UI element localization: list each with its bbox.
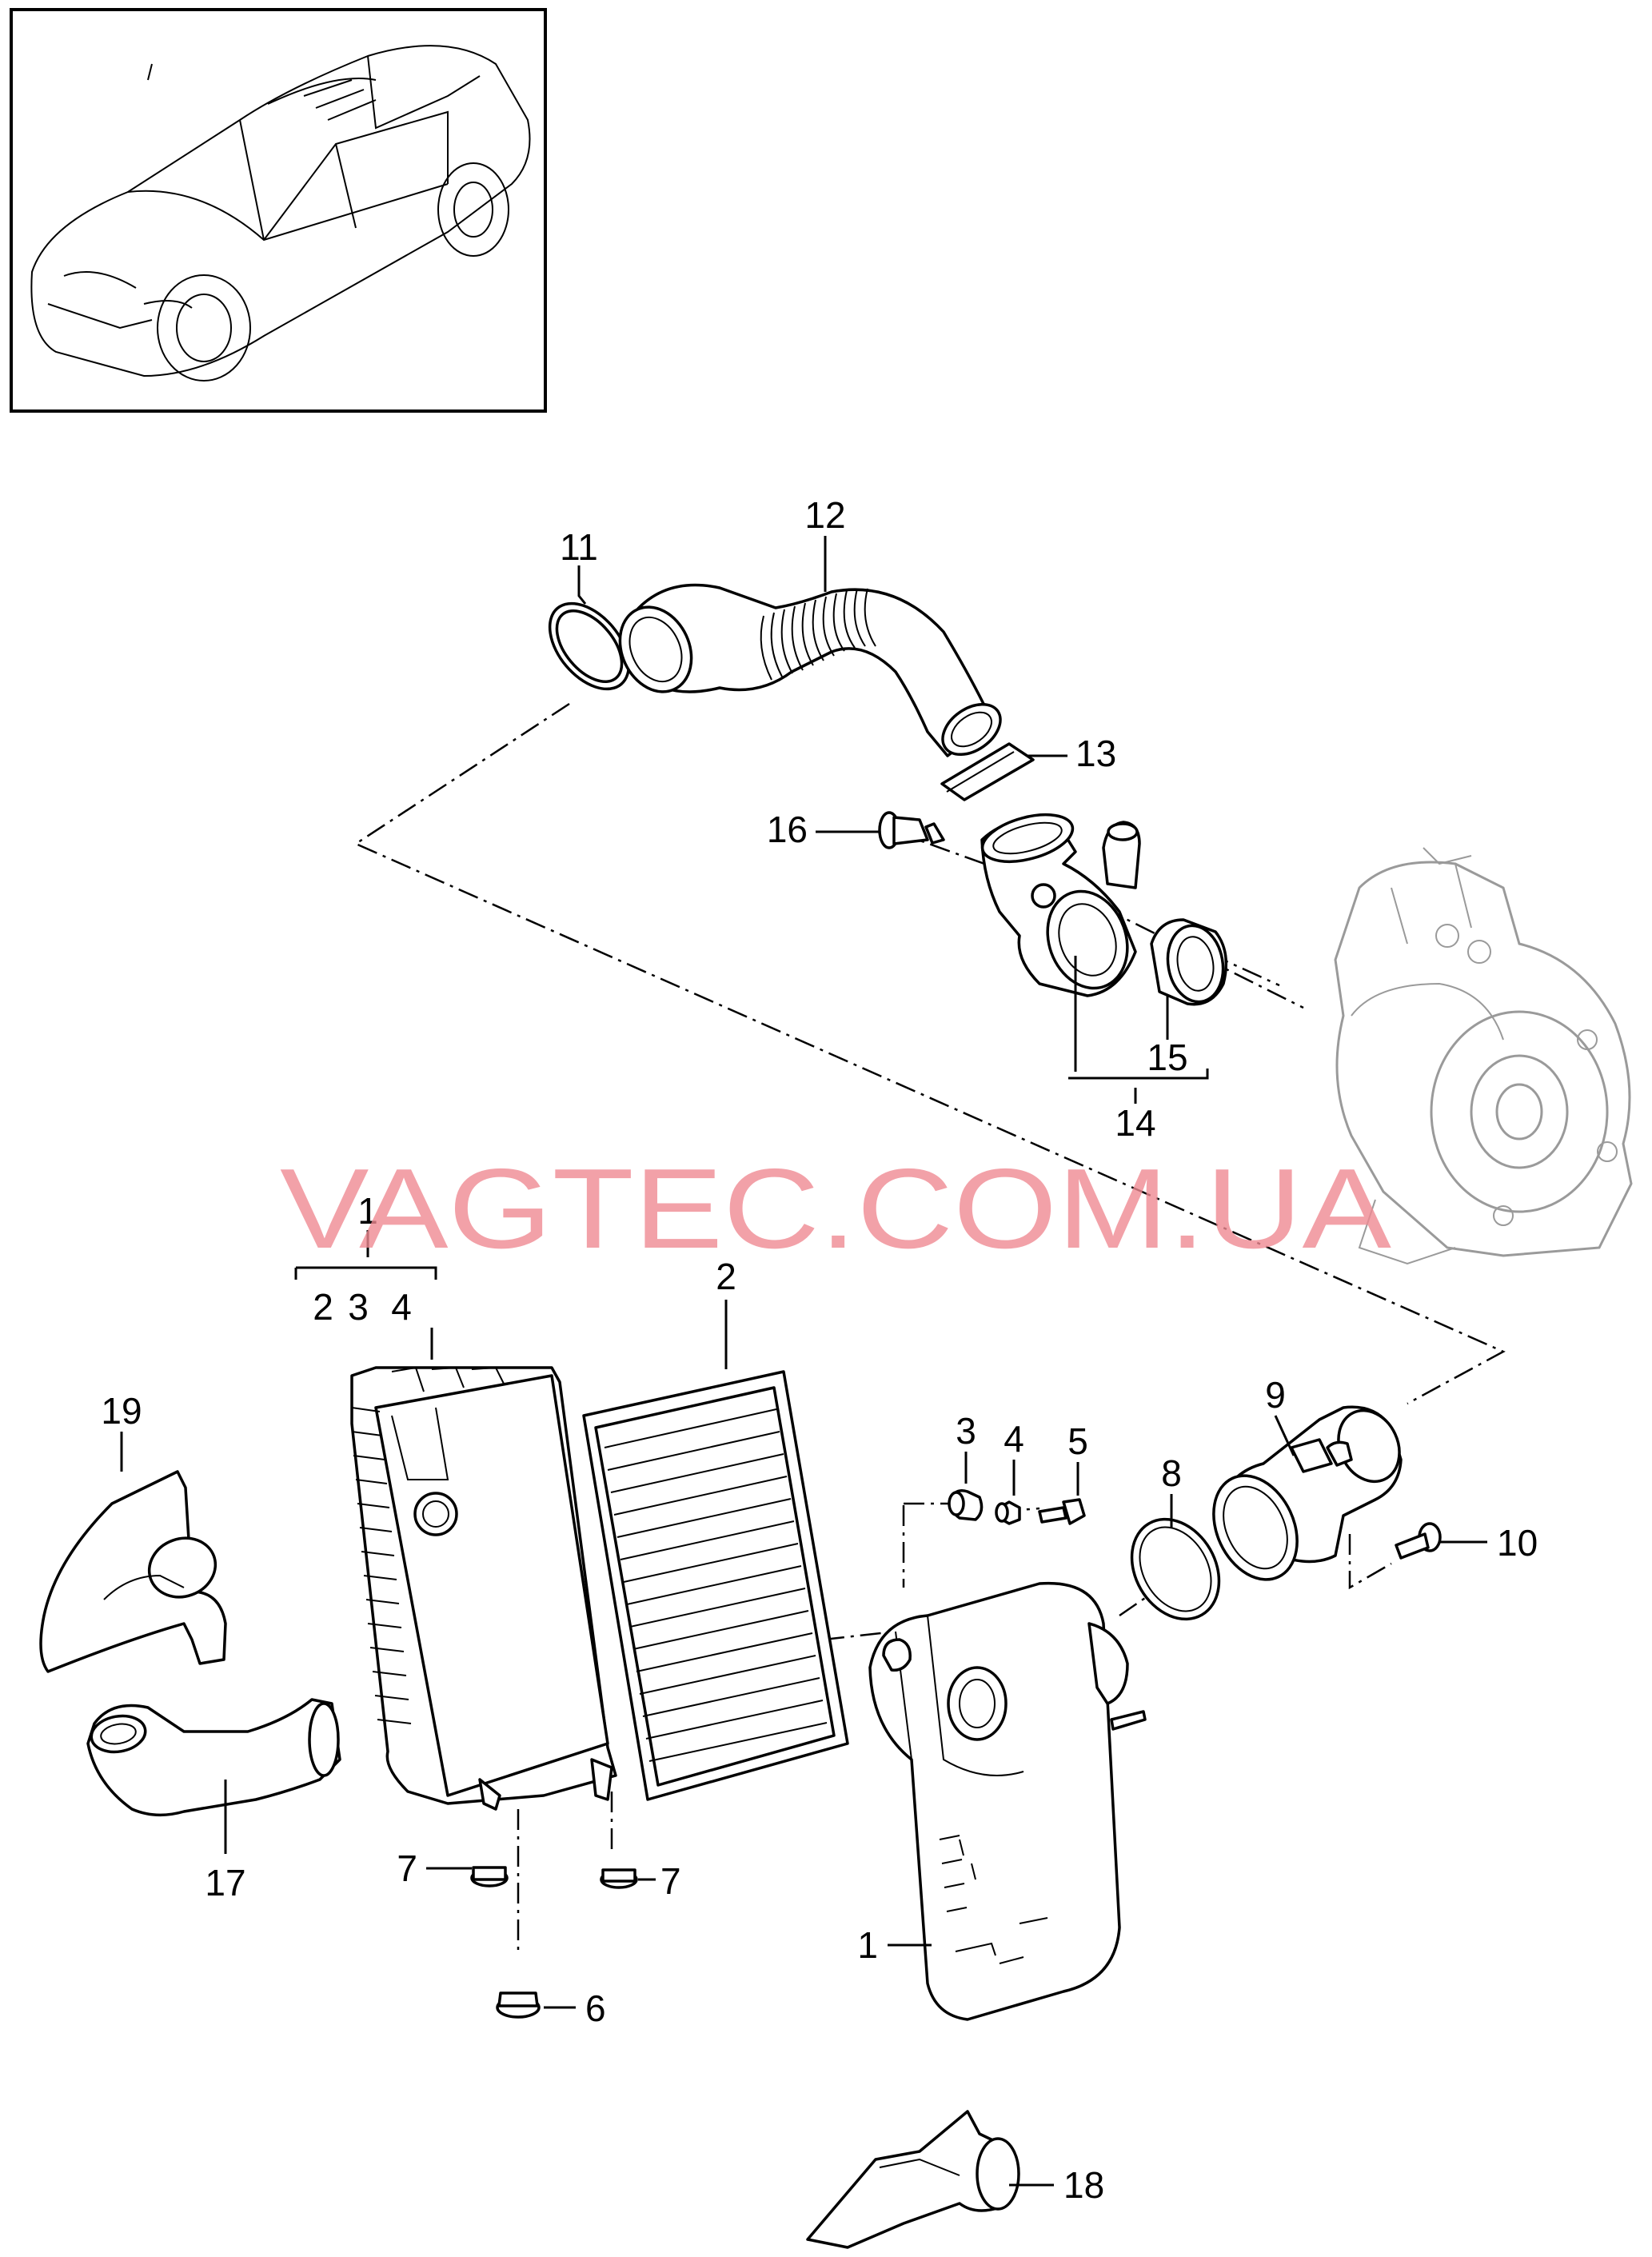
intake-elbow-part-14 xyxy=(980,813,1141,997)
clip-part-6 xyxy=(496,1991,541,2019)
seal-part-13 xyxy=(940,742,1035,801)
callout-10: 10 xyxy=(1497,1522,1538,1564)
callout-19: 19 xyxy=(101,1390,142,1432)
hose-clamp-part-11 xyxy=(548,601,631,691)
callout-14: 14 xyxy=(1115,1102,1155,1144)
air-cleaner-housing-part-1 xyxy=(350,1366,617,1811)
callout-7-left: 7 xyxy=(397,1848,417,1889)
callout-6: 6 xyxy=(585,1987,606,2029)
grommet-part-7-left xyxy=(470,1866,509,1887)
callout-15: 15 xyxy=(1147,1037,1187,1078)
vehicle-thumbnail xyxy=(10,8,547,413)
callout-12: 12 xyxy=(804,494,845,536)
air-guide-part-18 xyxy=(806,2110,1020,2249)
callout-1-bottom: 1 xyxy=(857,1924,878,1966)
air-cleaner-cover-part-1 xyxy=(868,1581,1147,2021)
air-filter-part-2 xyxy=(582,1370,849,1801)
callout-2: 2 xyxy=(716,1256,736,1297)
callout-2-sub: 2 xyxy=(313,1286,333,1328)
watermark: VAGTEC.COM.UA xyxy=(280,1145,1391,1272)
intake-hose-part-12 xyxy=(618,583,1002,757)
callout-4: 4 xyxy=(1004,1418,1024,1460)
callout-4-sub: 4 xyxy=(391,1286,412,1328)
screw-part-16 xyxy=(878,811,945,849)
callout-3-sub: 3 xyxy=(348,1286,369,1328)
callout-1-top: 1 xyxy=(357,1190,378,1232)
callout-18: 18 xyxy=(1063,2164,1104,2206)
o-ring-part-8 xyxy=(1130,1517,1221,1621)
grommet-part-7-right xyxy=(600,1868,638,1889)
sleeve-part-15 xyxy=(1150,918,1228,1006)
intake-duct-part-17 xyxy=(86,1698,341,1817)
callout-11: 11 xyxy=(560,526,598,568)
turbocharger xyxy=(1334,847,1633,1265)
spacer-part-4 xyxy=(995,1500,1021,1525)
callout-17: 17 xyxy=(205,1862,245,1903)
callout-5: 5 xyxy=(1067,1420,1088,1462)
bolt-part-5 xyxy=(1038,1498,1086,1525)
callout-7-right: 7 xyxy=(660,1860,681,1902)
callout-3: 3 xyxy=(956,1410,976,1452)
callout-8: 8 xyxy=(1161,1452,1182,1494)
air-guide-part-19 xyxy=(39,1470,227,1673)
maf-sensor-part-9 xyxy=(1212,1405,1403,1581)
callout-13: 13 xyxy=(1075,733,1116,774)
leader-lines xyxy=(120,536,1487,2187)
callout-9: 9 xyxy=(1265,1374,1286,1416)
callout-16: 16 xyxy=(767,809,808,850)
grommet-part-3 xyxy=(948,1489,984,1521)
callout-labels: 11 12 13 16 15 14 1 2 3 4 2 19 3 4 5 8 9… xyxy=(101,494,1538,2206)
screw-part-10 xyxy=(1395,1522,1442,1560)
